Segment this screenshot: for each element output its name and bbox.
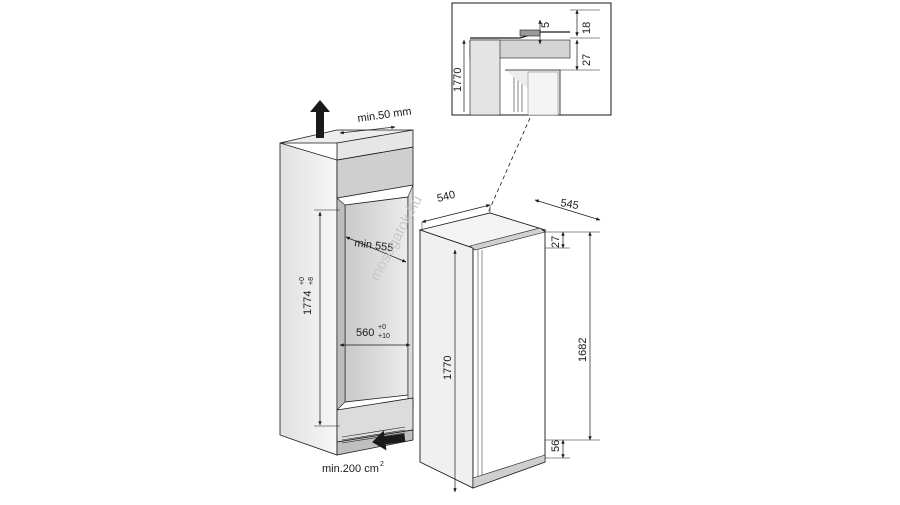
niche-label-top-gap: min.50 mm: [357, 106, 413, 125]
niche-cabinet: min.50 mm min.555 560 +0 +10 1774 +0 +8 …: [279, 100, 414, 475]
detail-label-offset: 27: [581, 54, 593, 66]
appliance-label-door-height: 1682: [577, 338, 589, 362]
detail-inset: 5 18 27 1770: [451, 2, 612, 116]
appliance-label-width: 545: [559, 197, 579, 212]
svg-text:+0: +0: [378, 324, 386, 331]
appliance: 540 545 27 1682 56 1770: [418, 189, 601, 493]
niche-label-height: 1774 +0 +8: [299, 277, 315, 315]
appliance-dim-width-line: [534, 199, 601, 221]
detail-hinge: [519, 29, 541, 37]
niche-label-inner-depth: min.555: [354, 237, 394, 254]
svg-text:+0: +0: [299, 277, 306, 285]
svg-text:+8: +8: [308, 277, 315, 285]
niche-label-width: 560 +0 +10: [356, 324, 390, 340]
svg-text:560: 560: [356, 327, 374, 339]
appliance-front: [472, 229, 546, 489]
detail-label-top: 18: [581, 22, 593, 34]
appliance-label-bottom-offset: 56: [550, 440, 562, 452]
niche-vent-grille: [341, 426, 406, 444]
niche-dim-depth-line: [345, 236, 407, 263]
appliance-label-top-offset: 27: [550, 236, 562, 248]
detail-leader: [475, 117, 531, 241]
svg-text:min.200 cm: min.200 cm: [322, 463, 379, 475]
svg-text:2: 2: [380, 461, 384, 468]
detail-label-gap: 5: [540, 22, 552, 28]
detail-label-height: 1770: [452, 68, 464, 92]
appliance-dim-depth-line: [421, 204, 491, 223]
appliance-label-depth: 540: [436, 189, 457, 205]
appliance-label-total-height: 1770: [442, 356, 454, 380]
airflow-in-arrow: [372, 430, 406, 451]
detail-cabinet-wall: [469, 39, 501, 116]
niche-dim-top-gap-line: [339, 125, 396, 135]
detail-door-face: [527, 71, 559, 116]
svg-text:+10: +10: [378, 333, 390, 340]
svg-text:1774: 1774: [302, 291, 314, 315]
niche-label-ventilation: min.200 cm 2: [322, 461, 384, 475]
airflow-up-arrow: [310, 100, 330, 138]
